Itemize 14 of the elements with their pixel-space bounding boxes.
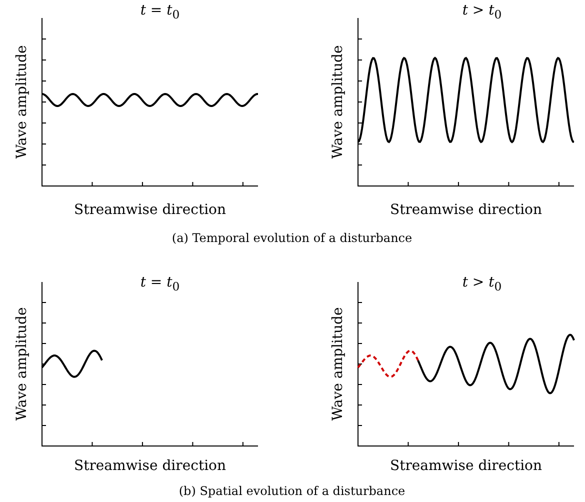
time-label: t > t$_{0}$ bbox=[462, 274, 502, 294]
time-label: t = t$_{0}$ bbox=[140, 274, 180, 294]
axis-title: Streamwise direction bbox=[74, 202, 226, 218]
axis-title: Streamwise direction bbox=[74, 458, 226, 474]
axis-title: Streamwise direction bbox=[390, 458, 542, 474]
axis-title: Wave amplitude bbox=[14, 307, 30, 421]
axis-title: Wave amplitude bbox=[330, 45, 346, 159]
time-label: t > t$_{0}$ bbox=[462, 2, 502, 22]
axis-title: Streamwise direction bbox=[390, 202, 542, 218]
axis-title: Wave amplitude bbox=[330, 307, 346, 421]
time-label: t = t$_{0}$ bbox=[140, 2, 180, 22]
axis-title: Wave amplitude bbox=[14, 45, 30, 159]
figure-caption: (b) Spatial evolution of a disturbance bbox=[178, 484, 406, 498]
figure-caption: (a) Temporal evolution of a disturbance bbox=[172, 231, 412, 245]
